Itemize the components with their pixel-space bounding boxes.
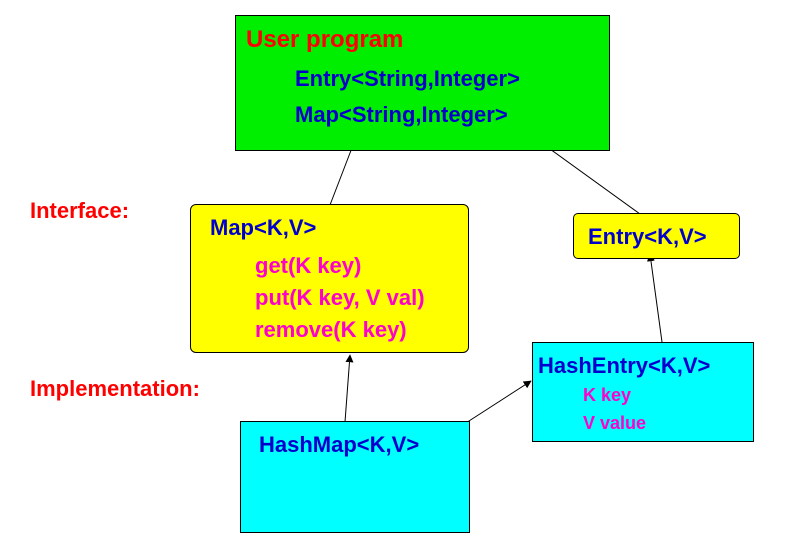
hashmap-box: HashMap<K,V> xyxy=(240,421,470,533)
entry-interface-box: Entry<K,V> xyxy=(573,213,740,259)
map-interface-title: Map<K,V> xyxy=(210,215,317,240)
map-method-remove: remove(K key) xyxy=(255,317,407,342)
user-entry-type: Entry<String,Integer> xyxy=(295,66,520,91)
user-program-title: User program xyxy=(246,26,404,53)
hashentry-title: HashEntry<K,V> xyxy=(538,353,711,378)
user-program-box: User program Entry<String,Integer> Map<S… xyxy=(235,15,610,151)
map-interface-box: Map<K,V> get(K key) put(K key, V val) re… xyxy=(190,204,469,353)
user-map-type: Map<String,Integer> xyxy=(295,102,508,127)
map-method-get: get(K key) xyxy=(255,253,362,278)
arrow-hashmap-to-map xyxy=(344,354,354,423)
implementation-label: Implementation: xyxy=(30,376,200,401)
hashmap-title: HashMap<K,V> xyxy=(259,432,420,457)
entry-interface-title: Entry<K,V> xyxy=(588,224,707,249)
hashentry-box: HashEntry<K,V> K key V value xyxy=(532,342,754,442)
map-method-put: put(K key, V val) xyxy=(255,285,425,310)
arrow-hashentry-to-entry xyxy=(647,253,663,343)
hashentry-field-value: V value xyxy=(583,413,647,433)
hashentry-field-key: K key xyxy=(583,385,632,405)
interface-label: Interface: xyxy=(30,198,130,223)
